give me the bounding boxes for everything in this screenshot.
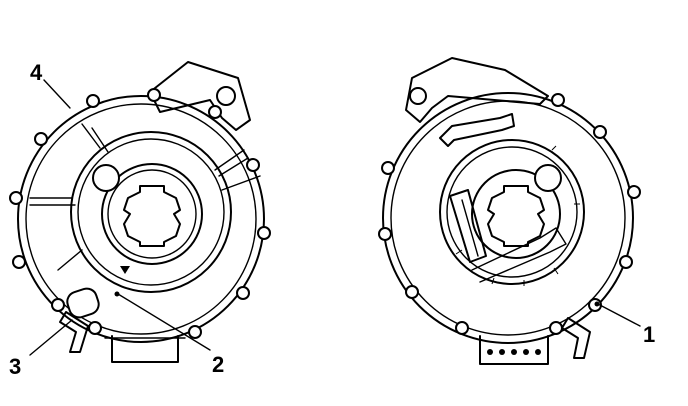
right-bracket-hole — [409, 87, 427, 105]
left-triangle-mark — [120, 266, 130, 274]
right-bracket-tab — [405, 57, 549, 123]
left-pilot-hole — [92, 164, 120, 192]
left-pipe-fitting — [59, 311, 89, 353]
right-spline-center — [487, 185, 545, 247]
leader-4 — [43, 79, 71, 109]
callout-1: 1 — [643, 322, 655, 347]
callout-3: 3 — [9, 354, 21, 379]
left-hub-inner — [107, 169, 197, 259]
left-assembly — [9, 61, 271, 363]
right-hub-outer — [471, 169, 561, 259]
right-housing-outer — [382, 92, 634, 344]
left-housing-outer — [17, 95, 265, 343]
right-pipe-fitting — [561, 317, 591, 359]
right-arrow-slot — [439, 113, 515, 147]
leader-2 — [117, 293, 211, 351]
right-housing-inner-rim — [390, 100, 626, 336]
right-carrier-ring — [439, 139, 585, 285]
right-spring-arm — [471, 227, 567, 283]
right-pilot-hole — [534, 164, 562, 192]
left-sensor-block — [66, 287, 100, 319]
left-spline-center — [123, 185, 181, 247]
right-bolt-bosses — [378, 93, 641, 335]
right-carrier-ring-inner — [446, 146, 578, 278]
callout-2: 2 — [212, 352, 224, 377]
right-lower-connector — [479, 335, 549, 365]
left-ribs — [29, 123, 261, 271]
left-bracket-tab — [149, 61, 251, 131]
left-lower-mount — [111, 335, 179, 363]
left-carrier-ring-inner — [77, 138, 225, 286]
left-carrier-ring — [70, 131, 232, 293]
left-bolt-bosses — [9, 88, 271, 339]
callout-4: 4 — [30, 60, 43, 85]
left-callout-2-target — [114, 291, 120, 297]
right-assembly — [378, 57, 641, 365]
leader-1 — [597, 303, 641, 327]
right-spring-band — [449, 189, 487, 263]
right-ring-ticks — [455, 145, 580, 286]
left-hub-outer — [101, 163, 203, 265]
callout-leaders — [29, 79, 641, 356]
left-housing-inner-rim — [25, 103, 257, 335]
right-connector-pins — [487, 349, 541, 355]
left-bracket-hole — [216, 86, 236, 106]
leader-3 — [29, 319, 73, 356]
right-callout-1-target — [594, 301, 600, 307]
